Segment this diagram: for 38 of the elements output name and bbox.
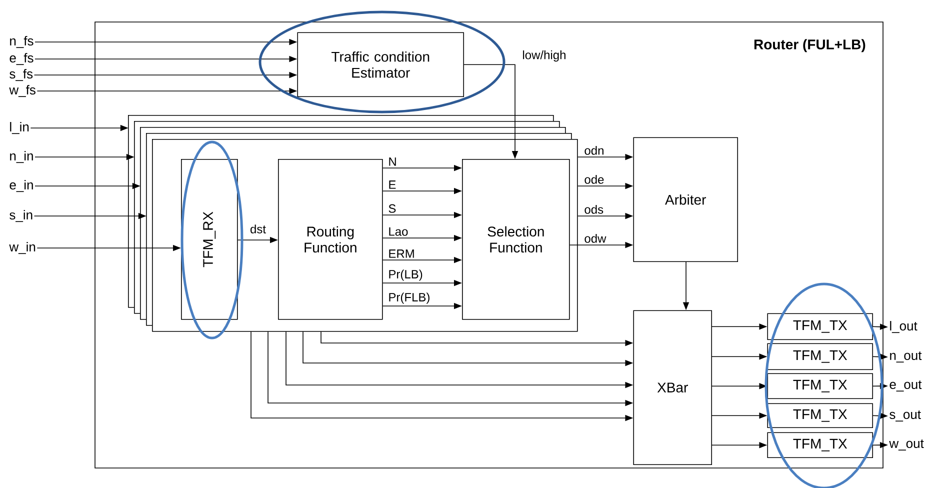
signal-label: w_out — [889, 440, 924, 450]
edge-label: low/high — [521, 49, 568, 63]
routing-box: Routing Function — [278, 159, 383, 320]
edge-label: dst — [249, 224, 267, 234]
signal-label: n_out — [890, 352, 922, 362]
signal-label: s_in — [10, 210, 32, 222]
signal-label: e_out — [890, 380, 922, 392]
crossbar-box: XBar — [633, 310, 712, 465]
edge-label: odn — [583, 145, 606, 156]
edge-label: odw — [583, 233, 608, 244]
signal-label: w_in — [9, 242, 36, 254]
receiver-box: TFM_RX — [181, 159, 238, 320]
signal-label: n_in — [10, 151, 33, 163]
signal-label: s_out — [890, 410, 921, 422]
edge-label: S — [387, 203, 398, 214]
arbiter-box: Arbiter — [633, 137, 738, 262]
edge-label: N — [387, 156, 398, 167]
selection-box: Selection Function — [462, 159, 570, 320]
edge-label: E — [387, 180, 398, 190]
edge-label: Pr(FLB) — [387, 292, 432, 305]
edge-label: ods — [583, 204, 605, 215]
transmitter-box: TFM_TX — [767, 432, 873, 458]
signal-label: e_in — [10, 180, 33, 192]
signal-label: l_out — [890, 321, 918, 333]
signal-label: e_fs — [10, 53, 34, 65]
estimator-box: Traffic condition Estimator — [297, 32, 464, 97]
signal-label: s_fs — [10, 69, 33, 81]
signal-label: l_in — [10, 122, 29, 134]
edge-label: Lao — [387, 226, 410, 237]
edge-label: ode — [583, 174, 606, 185]
signal-label: n_fs — [10, 36, 34, 48]
edge-label: Pr(LB) — [387, 268, 424, 282]
transmitter-box: TFM_TX — [767, 373, 873, 399]
signal-label: w_fs — [9, 85, 36, 97]
transmitter-box: TFM_TX — [767, 403, 873, 428]
transmitter-box: TFM_TX — [767, 343, 873, 370]
edge-label: ERM — [387, 248, 416, 259]
transmitter-box: TFM_TX — [767, 313, 873, 340]
